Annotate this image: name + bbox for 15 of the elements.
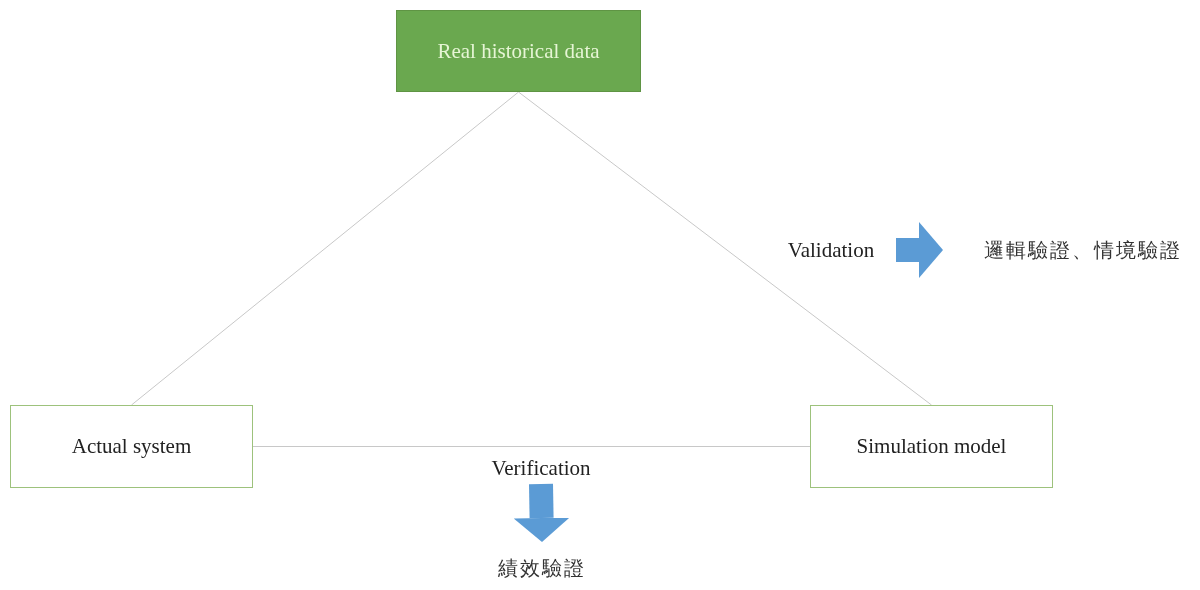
block-arrow — [513, 483, 570, 542]
box-label: Real historical data — [437, 38, 600, 64]
block-arrow — [896, 222, 943, 278]
data-box — [396, 10, 641, 92]
box-label: Simulation model — [856, 434, 1007, 459]
system-box — [10, 405, 253, 488]
box-label: Actual system — [71, 434, 192, 459]
step-label: Validation — [766, 232, 896, 268]
result-label: 邏輯驗證、情境驗證 — [943, 232, 1195, 268]
model-box — [810, 405, 1053, 488]
step-label: Verification — [468, 452, 614, 484]
connector-line — [252, 446, 811, 447]
connector-line — [131, 91, 519, 406]
connector-line — [518, 91, 932, 406]
result-label: 績效驗證 — [480, 542, 604, 582]
